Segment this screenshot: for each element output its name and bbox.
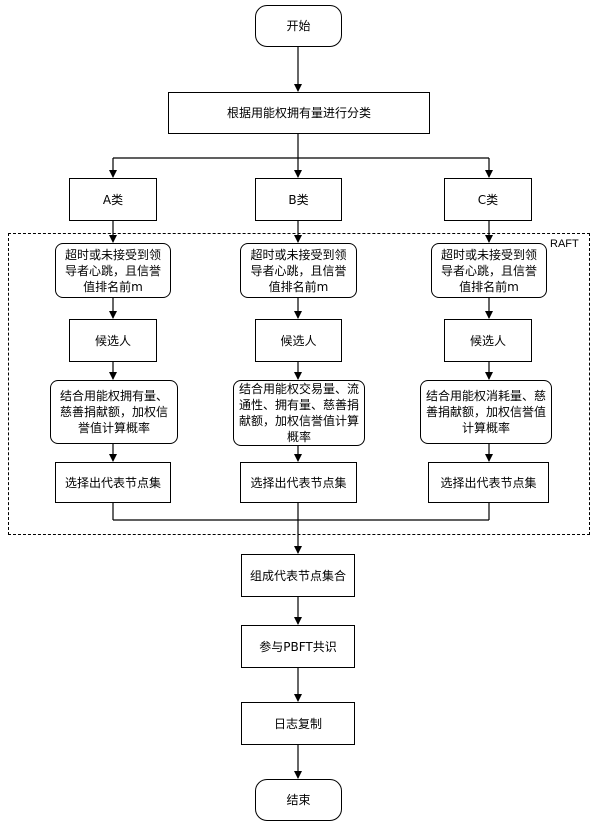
candidate-b: 候选人 [255, 319, 342, 362]
condition-a: 超时或未接受到领导者心跳，且信誉值排名前m [55, 243, 171, 298]
probability-a: 结合用能权拥有量、慈善捐献额，加权信誉值计算概率 [50, 380, 178, 444]
select-c: 选择出代表节点集 [428, 462, 549, 503]
pbft-step: 参与PBFT共识 [241, 625, 355, 668]
candidate-c: 候选人 [444, 319, 532, 362]
log-step: 日志复制 [241, 702, 355, 745]
probability-c: 结合用能权消耗量、慈善捐献额，加权信誉值计算概率 [420, 380, 552, 444]
classify-step: 根据用能权拥有量进行分类 [168, 92, 430, 134]
end-node: 结束 [255, 779, 342, 821]
condition-c: 超时或未接受到领导者心跳，且信誉值排名前m [431, 243, 547, 298]
class-b: B类 [255, 178, 342, 221]
probability-b: 结合用能权交易量、流通性、拥有量、慈善捐献额，加权信誉值计算概率 [233, 380, 365, 446]
candidate-a: 候选人 [69, 319, 157, 362]
raft-label: RAFT [550, 238, 579, 250]
compose-step: 组成代表节点集合 [241, 554, 355, 597]
start-node: 开始 [255, 5, 342, 47]
class-c: C类 [444, 178, 532, 221]
select-a: 选择出代表节点集 [55, 462, 171, 503]
select-b: 选择出代表节点集 [240, 462, 357, 503]
raft-group-frame [8, 233, 590, 535]
class-a: A类 [69, 178, 157, 221]
condition-b: 超时或未接受到领导者心跳，且信誉值排名前m [240, 243, 357, 298]
